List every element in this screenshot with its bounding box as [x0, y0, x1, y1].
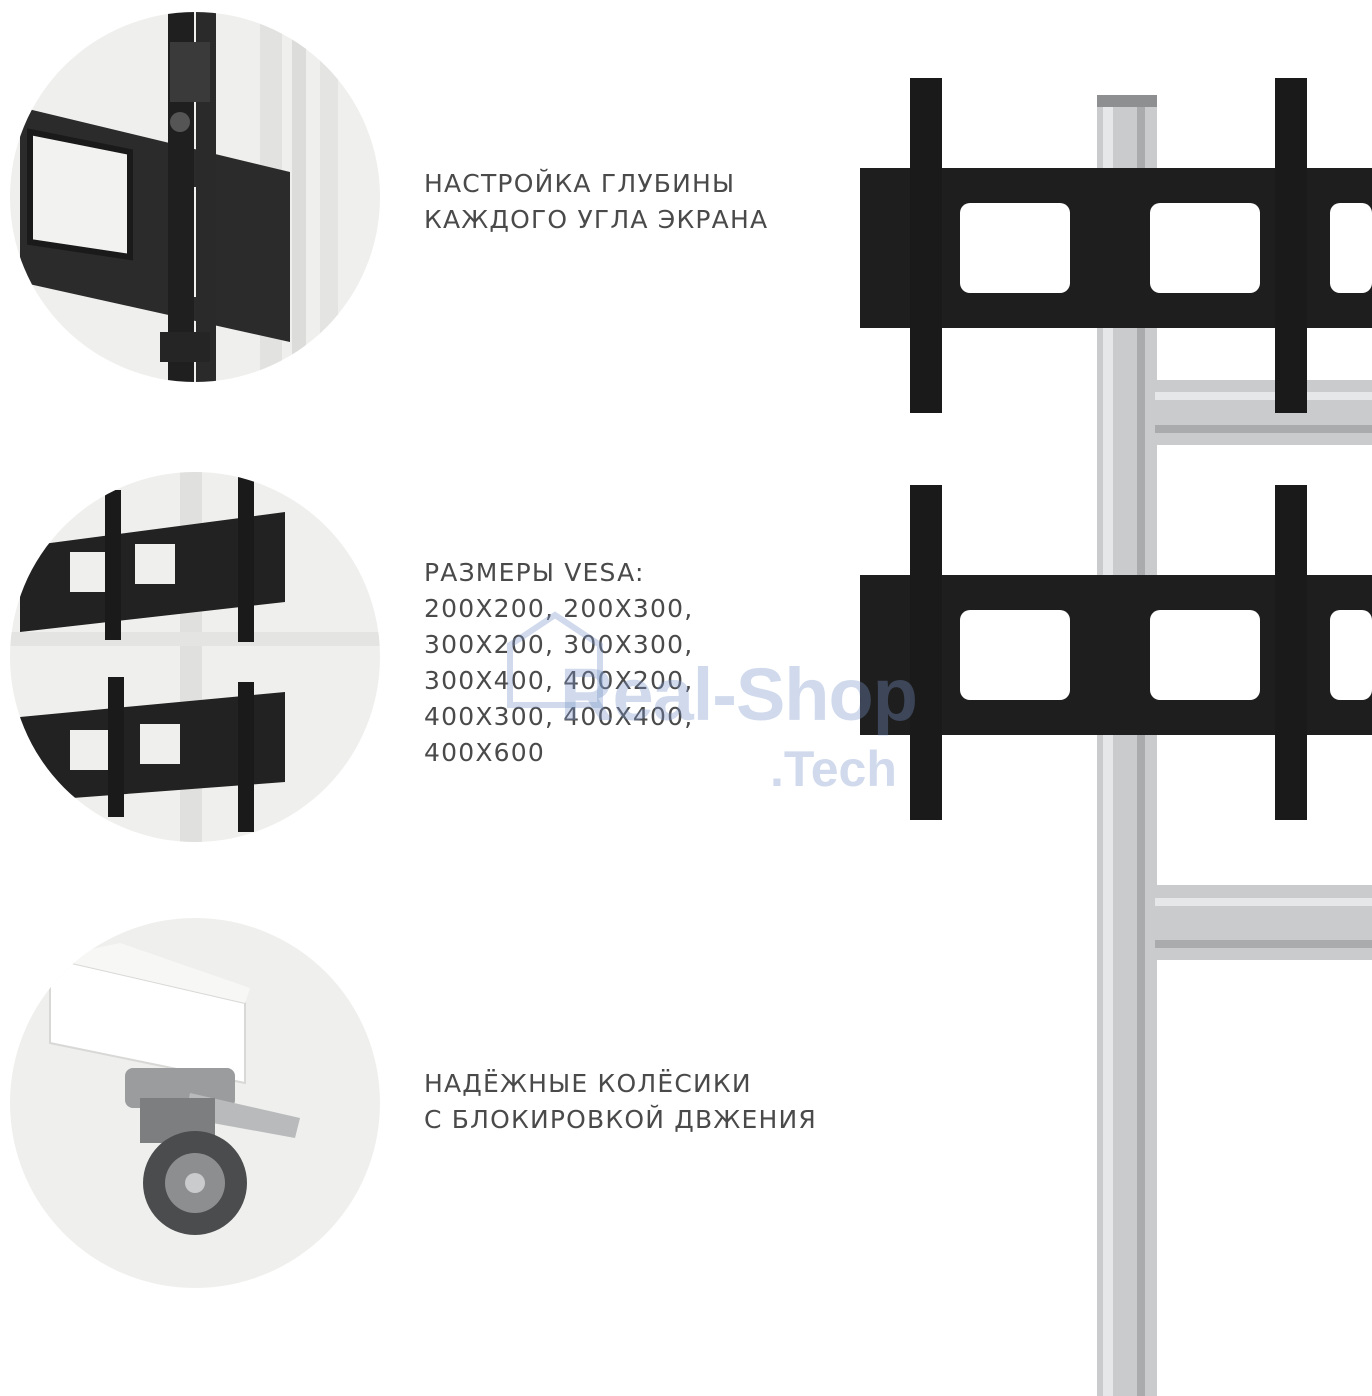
feature-line: 200Х200, 200Х300, — [424, 594, 694, 623]
feature-line: 300Х400, 400Х200, — [424, 666, 694, 695]
feature-vesa-text: РАЗМЕРЫ VESA: 200Х200, 200Х300, 300Х200,… — [424, 555, 693, 771]
feature-depth-text: НАСТРОЙКА ГЛУБИНЫ КАЖДОГО УГЛА ЭКРАНА — [424, 166, 768, 238]
vesa-photo — [10, 472, 380, 842]
caster-photo — [10, 918, 380, 1288]
video-wall-stand-illustration — [860, 78, 1372, 1396]
feature-line: 400Х300, 400Х400, — [424, 702, 694, 731]
feature-line: РАЗМЕРЫ VESA: — [424, 558, 645, 587]
watermark-house-icon — [507, 611, 603, 708]
depth-adjust-photo — [10, 12, 380, 382]
lockable-caster-icon — [49, 943, 300, 1235]
bracket-depth-icon — [20, 12, 338, 382]
feature-line: НАСТРОЙКА ГЛУБИНЫ — [424, 169, 736, 198]
feature-line: 400Х600 — [424, 738, 545, 767]
feature-line: КАЖДОГО УГЛА ЭКРАНА — [424, 205, 769, 234]
feature-line: НАДЁЖНЫЕ КОЛЁСИКИ — [424, 1069, 752, 1098]
feature-line: 300Х200, 300Х300, — [424, 630, 694, 659]
feature-caster-text: НАДЁЖНЫЕ КОЛЁСИКИ С БЛОКИРОВКОЙ ДВЖЕНИЯ — [424, 1066, 817, 1138]
vesa-brackets-icon — [10, 472, 380, 842]
feature-line: С БЛОКИРОВКОЙ ДВЖЕНИЯ — [424, 1105, 817, 1134]
